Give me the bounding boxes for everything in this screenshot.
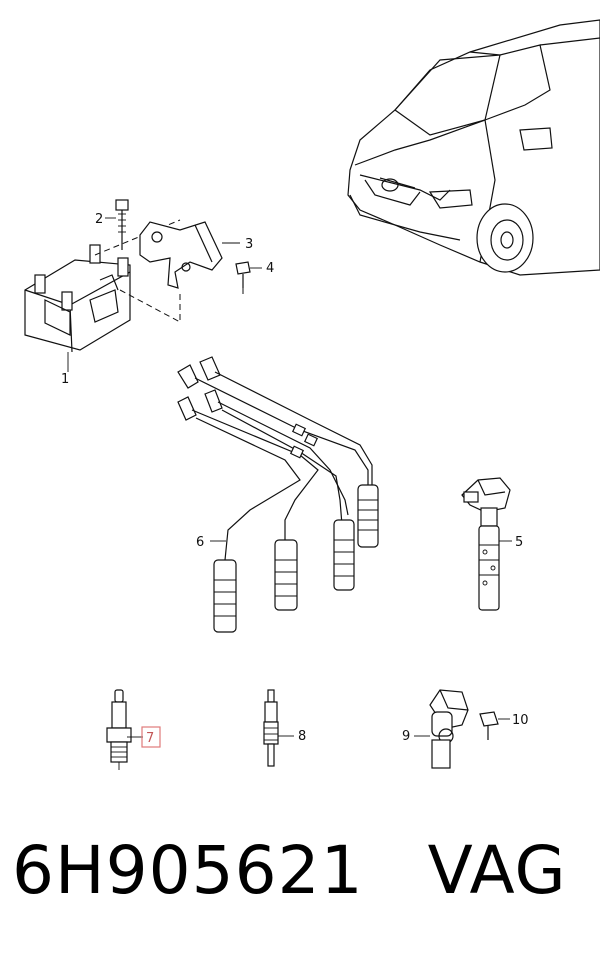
screw-10	[479, 711, 510, 740]
glow-plug	[263, 689, 294, 767]
ignition-cable-set	[177, 356, 379, 633]
bracket-3	[139, 221, 240, 289]
label-3: 3	[245, 237, 253, 252]
footer-caption: 6H905621 VAG	[12, 832, 592, 922]
part-number: 6H905621	[12, 832, 364, 909]
label-5: 5	[515, 535, 523, 550]
label-7: 7	[146, 731, 154, 746]
brand-name: VAG	[427, 832, 567, 909]
bolt-4	[235, 261, 262, 298]
spark-plug	[106, 689, 143, 770]
highlight-box	[141, 726, 161, 748]
sensor	[414, 689, 469, 769]
ignition-coil-block	[24, 219, 181, 372]
label-1: 1	[61, 372, 69, 387]
bolt-2	[105, 199, 129, 250]
pencil-ignition-coil	[461, 477, 512, 611]
label-2: 2	[95, 212, 103, 227]
label-4: 4	[266, 261, 274, 276]
label-10: 10	[512, 713, 529, 728]
label-6: 6	[196, 535, 204, 550]
label-9: 9	[402, 729, 410, 744]
van-illustration	[347, 19, 600, 276]
label-8: 8	[298, 729, 306, 744]
